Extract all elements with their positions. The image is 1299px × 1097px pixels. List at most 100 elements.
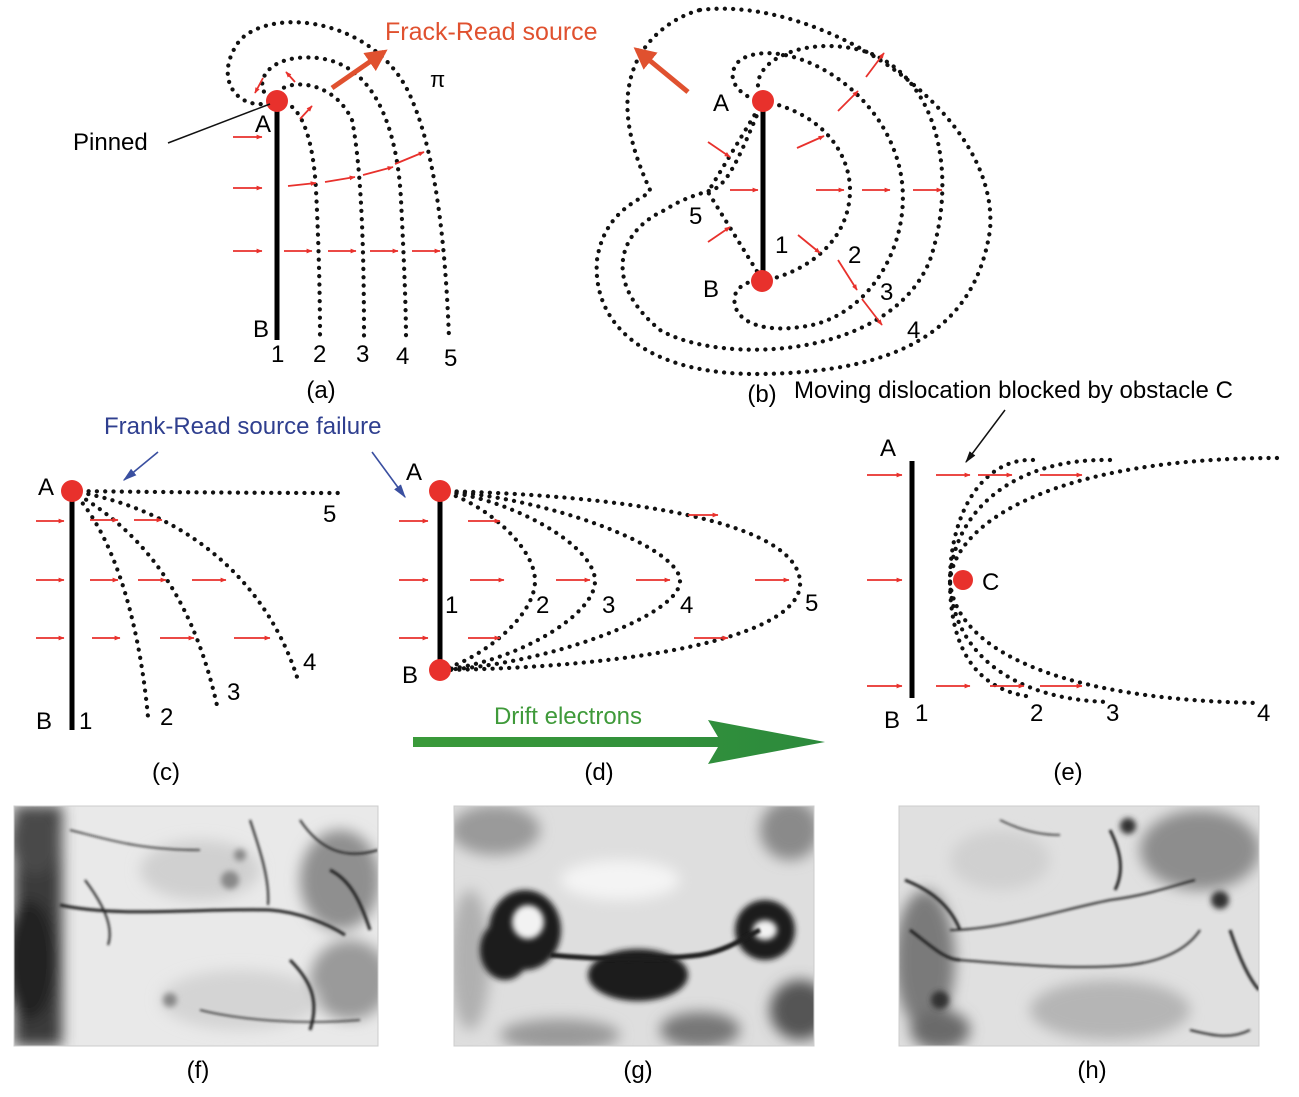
dislocation-a-5 [225,20,452,341]
line-number-label: 5 [444,345,457,372]
panel-label-g: (g) [623,1057,652,1084]
dislocation-a-2 [274,98,323,341]
dislocation-c-3 [69,488,221,713]
pinned-leader [167,103,271,144]
line-number-label: 2 [1030,700,1043,727]
line-number-label: 4 [907,317,920,344]
line-number-label: 5 [323,501,336,528]
line-number-label: 4 [680,592,693,619]
panel-c: Frank-Read source failure A B 1 2 3 4 5 … [36,413,381,786]
blocked-pointer-arrow [965,409,1006,463]
point-a-label: A [406,459,422,486]
panel-e: Moving dislocation blocked by obstacle C… [794,377,1280,786]
dislocation-b-4 [620,44,945,352]
dislocation-d-3 [437,488,598,673]
dislocation-e-4 [947,455,1280,706]
drift-electrons-label: Drift electrons [494,703,642,730]
drift-electrons-arrow [413,720,825,764]
force-arrow [796,135,825,149]
pin-d-b [429,659,451,681]
dislocation-b-5-inner [705,98,766,284]
micrograph-f: (f) [13,805,379,1084]
point-b-label: B [402,662,418,689]
line-number-label: 2 [536,592,549,619]
dislocation-e-3 [947,457,1113,705]
force-arrow [287,181,317,187]
failure-pointer-arrow [371,451,406,499]
point-b-label: B [884,707,900,734]
source-direction-arrow [633,47,690,94]
point-c-label: C [982,569,999,596]
line-number-label: 1 [775,232,788,259]
line-number-label: 3 [602,592,615,619]
line-number-label: 1 [445,592,458,619]
point-b-label: B [36,708,52,735]
force-arrow [797,234,821,254]
force-arrow [362,166,394,176]
pinned-label: Pinned [73,129,148,156]
force-arrow [707,141,731,158]
force-arrow [324,175,356,183]
panel-a: Pinned Frack-Read source π A B 1 2 3 4 5… [73,18,598,404]
line-number-label: 4 [303,649,316,676]
line-number-label: 3 [227,679,240,706]
pin-b-a [752,90,774,112]
panel-label-h: (h) [1077,1057,1106,1084]
panel-label-c: (c) [152,759,180,786]
line-number-label: 1 [79,708,92,735]
panel-b: A B 1 2 3 4 5 (b) [594,6,993,408]
point-a-label: A [38,474,54,501]
force-arrow [299,105,313,120]
point-a-label: A [255,111,271,138]
panel-label-a: (a) [306,377,335,404]
pin-c-a [61,480,83,502]
failure-pointer-arrow [122,451,159,481]
line-number-label: 3 [1106,700,1119,727]
dislocation-d-4 [437,488,683,673]
line-number-label: 1 [271,341,284,368]
line-number-label: 2 [848,242,861,269]
force-arrow [837,90,859,112]
pin-b-b [751,270,773,292]
line-number-label: 5 [805,590,818,617]
force-arrow [707,226,731,243]
line-number-label: 1 [915,700,928,727]
point-a-label: A [880,435,896,462]
micrograph-g: (g) [453,805,815,1084]
pin-d-a [429,480,451,502]
point-b-label: B [253,316,269,343]
force-arrow [861,298,883,326]
force-arrow [865,52,885,78]
pi-symbol: π [430,67,445,92]
line-number-label: 3 [880,279,893,306]
force-arrow [837,259,858,291]
obstacle-c [953,570,973,590]
source-direction-arrow [330,49,388,91]
line-number-label: 2 [160,704,173,731]
force-arrow [254,77,264,94]
line-number-label: 5 [689,203,702,230]
force-arrow [285,71,296,83]
frank-read-failure-label: Frank-Read source failure [104,413,381,440]
point-a-label: A [713,90,729,117]
frack-read-source-label: Frack-Read source [385,18,598,46]
force-arrow [394,151,425,165]
panel-d: A B 1 2 3 4 5 (d) Drift electrons [371,451,825,786]
dislocation-b-2 [760,98,853,284]
panel-label-f: (f) [187,1057,210,1084]
dislocation-d-2 [437,488,538,673]
micrograph-h: (h) [898,805,1260,1084]
line-number-label: 4 [1257,700,1270,727]
pin-a-a [266,90,288,112]
dislocation-e-2 [947,457,1036,700]
line-number-label: 2 [313,341,326,368]
panel-label-b: (b) [747,381,776,408]
dislocation-b-5 [594,6,993,377]
panel-label-d: (d) [584,759,613,786]
panel-label-e: (e) [1053,759,1082,786]
moving-blocked-label: Moving dislocation blocked by obstacle C [794,377,1233,404]
point-b-label: B [703,276,719,303]
dislocation-d-5 [437,488,803,673]
line-number-label: 4 [396,343,409,370]
